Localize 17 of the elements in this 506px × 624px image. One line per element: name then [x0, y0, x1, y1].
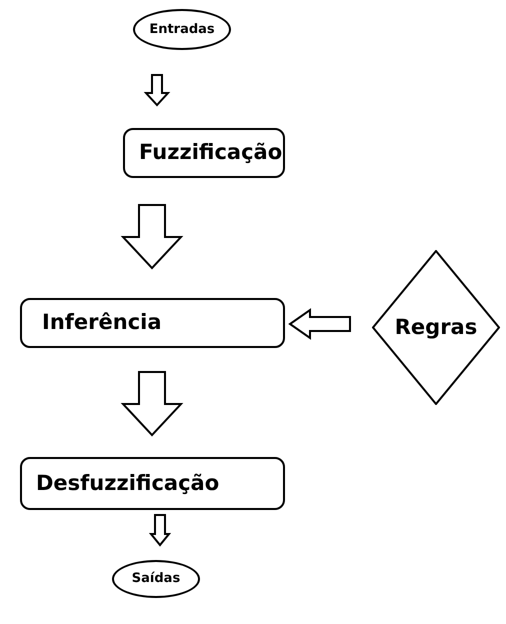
decision-diamond	[372, 250, 500, 405]
node-label: Regras	[394, 314, 478, 341]
process-box	[123, 128, 285, 178]
node-label: Inferência	[42, 309, 162, 336]
terminal-ellipse	[112, 560, 200, 598]
process-box	[20, 457, 285, 510]
block-arrow	[148, 514, 172, 547]
terminal-ellipse	[133, 9, 231, 50]
node-label: Fuzzificação	[139, 139, 282, 166]
node-label: Saídas	[132, 570, 180, 588]
node-label: Entradas	[149, 20, 215, 39]
node-label: Desfuzzificação	[36, 470, 220, 497]
block-arrow	[288, 308, 351, 340]
block-arrow	[120, 371, 184, 436]
block-arrow	[144, 74, 170, 106]
block-arrow	[120, 204, 184, 270]
process-box	[20, 298, 285, 348]
